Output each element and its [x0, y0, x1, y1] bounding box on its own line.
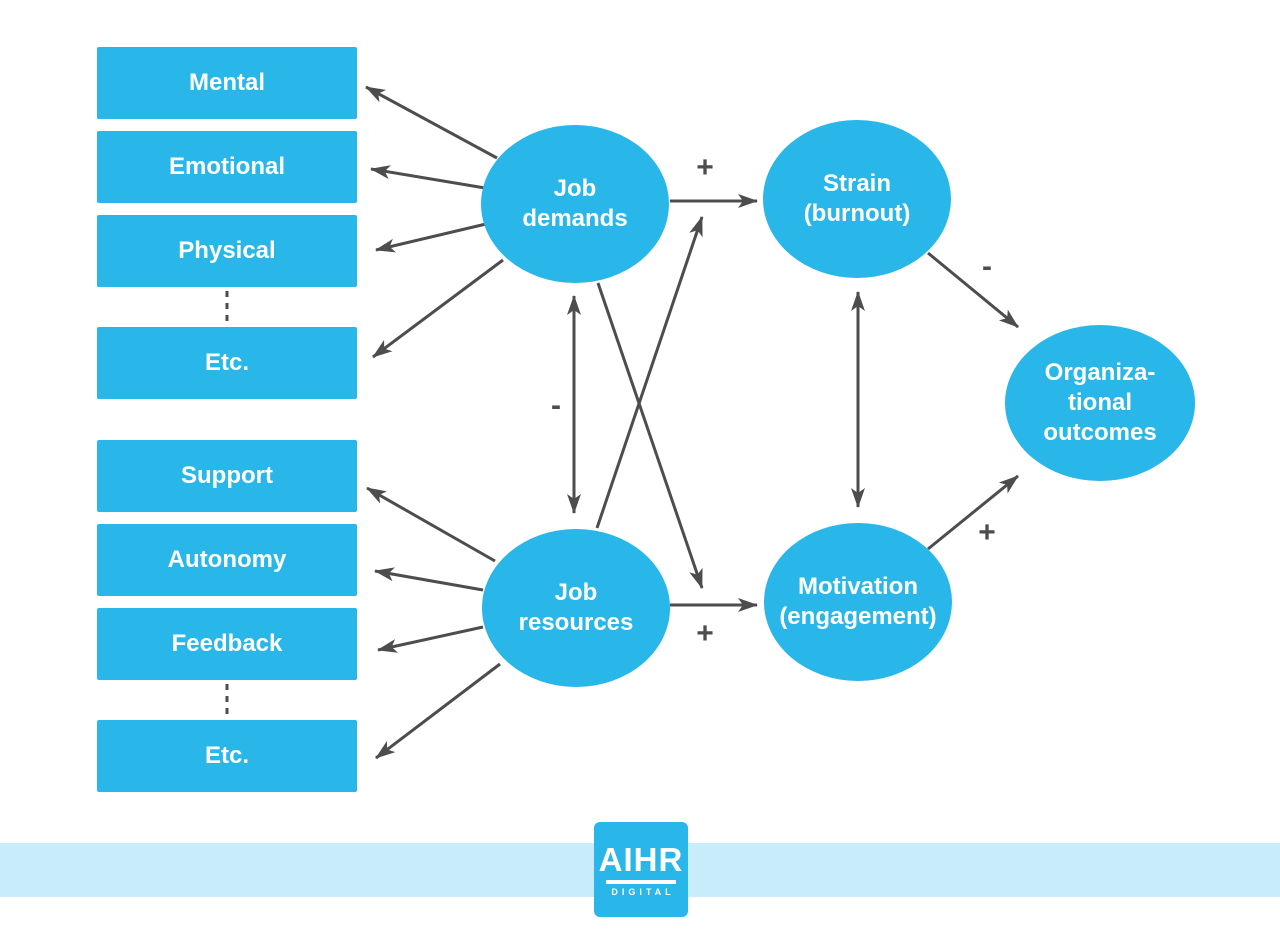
node-job-demands-line1: Job — [553, 175, 597, 202]
node-outcomes-line1: Organiza- — [1044, 359, 1156, 386]
box-autonomy-label: Autonomy — [167, 546, 287, 573]
box-physical-label: Physical — [178, 237, 276, 264]
arrow-demands-moderate-motivation-path — [596, 282, 704, 589]
box-demands-etc: Etc. — [97, 327, 357, 399]
node-job-demands-line2: demands — [522, 205, 628, 232]
box-resources-etc-label: Etc. — [204, 742, 249, 769]
label-plus-demands-strain: + — [696, 151, 714, 184]
arrow-strain-to-outcomes — [927, 251, 1019, 329]
arrow-motivation-to-outcomes — [927, 474, 1019, 551]
node-motivation-line2: (engagement) — [779, 603, 937, 630]
arrow-resources-to-autonomy — [374, 567, 484, 592]
box-autonomy: Autonomy — [97, 524, 357, 596]
arrow-demands-to-mental — [365, 85, 498, 160]
arrow-resources-to-etc — [375, 662, 501, 760]
node-job-resources: Job resources — [482, 529, 670, 687]
arrow-demands-to-etc — [372, 258, 504, 359]
box-feedback: Feedback — [97, 608, 357, 680]
arrow-demands-to-emotional — [370, 165, 486, 190]
node-strain-line1: Strain — [822, 170, 891, 197]
node-job-resources-line1: Job — [554, 579, 598, 606]
box-feedback-label: Feedback — [171, 630, 283, 657]
node-job-demands: Job demands — [481, 125, 669, 283]
arrow-demands-to-physical — [375, 222, 487, 253]
node-motivation-line1: Motivation — [798, 573, 918, 600]
box-demands-etc-label: Etc. — [204, 349, 249, 376]
node-job-resources-line2: resources — [518, 609, 634, 636]
box-support-label: Support — [181, 462, 273, 489]
node-outcomes-line2: tional — [1068, 389, 1132, 416]
arrow-resources-buffer-strain-path — [595, 216, 704, 529]
aihr-logo-subtext: DIGITAL — [611, 886, 675, 897]
node-motivation: Motivation (engagement) — [764, 523, 952, 681]
box-support: Support — [97, 440, 357, 512]
node-organizational-outcomes: Organiza- tional outcomes — [1005, 325, 1195, 481]
box-emotional: Emotional — [97, 131, 357, 203]
box-emotional-label: Emotional — [168, 153, 285, 180]
box-physical: Physical — [97, 215, 357, 287]
label-plus-motivation-outcomes: + — [978, 516, 996, 549]
node-strain-line2: (burnout) — [803, 200, 911, 227]
aihr-logo-text: AIHR — [598, 840, 684, 878]
box-resources-etc: Etc. — [97, 720, 357, 792]
arrow-resources-to-support — [366, 486, 496, 563]
node-strain: Strain (burnout) — [763, 120, 951, 278]
label-minus-demands-resources: - — [551, 389, 561, 422]
box-mental-label: Mental — [188, 69, 265, 96]
arrow-resources-to-feedback — [377, 625, 484, 653]
node-outcomes-line3: outcomes — [1043, 419, 1157, 446]
box-mental: Mental — [97, 47, 357, 119]
aihr-logo-rule — [606, 879, 676, 884]
label-minus-strain-outcomes: - — [982, 250, 992, 283]
label-plus-resources-motivation: + — [696, 617, 714, 650]
aihr-logo: AIHR DIGITAL — [594, 822, 688, 917]
